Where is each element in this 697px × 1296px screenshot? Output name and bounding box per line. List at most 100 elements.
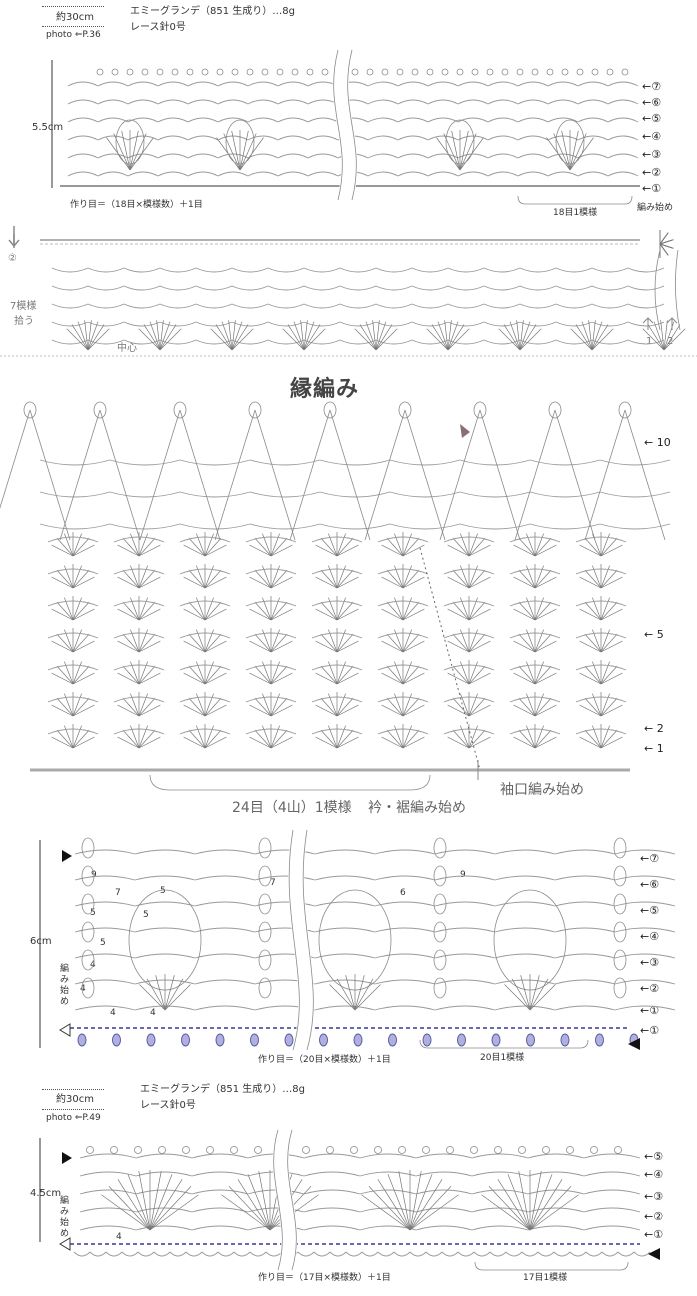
stitch-fan	[409, 1194, 459, 1231]
picot	[613, 949, 627, 971]
chain-arc	[411, 303, 449, 309]
stitch-fan	[117, 672, 140, 685]
chain-arc	[489, 1251, 507, 1257]
chain-arc	[303, 1207, 361, 1213]
chain-arc	[599, 491, 671, 498]
inner-count: 4	[150, 1008, 156, 1018]
chain-arc	[374, 979, 436, 985]
stitch-fan	[270, 537, 288, 557]
chain-arc	[311, 664, 363, 671]
stitch-fan	[231, 324, 249, 351]
stitch-fan	[121, 130, 131, 171]
stitch-fan	[372, 320, 377, 351]
long-stitch	[99, 409, 141, 541]
stitch-fan	[138, 537, 156, 557]
chain-arc	[443, 696, 495, 703]
chain-arc	[314, 1005, 376, 1011]
chain-arc	[89, 1251, 107, 1257]
stitch-fan	[72, 704, 95, 717]
picot	[206, 1146, 214, 1154]
chain-arc	[113, 632, 165, 639]
pineapple	[225, 119, 255, 165]
chain-arc	[267, 267, 305, 273]
stitch-fan	[381, 640, 404, 653]
chain-arc	[191, 1225, 249, 1231]
stitch-fan	[452, 697, 470, 717]
stitch-fan	[437, 321, 449, 351]
stitch-fan	[183, 608, 206, 621]
chain-arc	[443, 664, 495, 671]
stitch-fan	[77, 321, 89, 351]
height-label: 5.5cm	[32, 122, 64, 133]
stitch-fan	[270, 736, 293, 749]
chain-arc	[47, 632, 99, 639]
stitch-fan	[247, 1174, 271, 1231]
chain-arc	[583, 1189, 641, 1195]
row-number: ←④	[644, 1168, 664, 1181]
stitch-fan	[117, 544, 140, 557]
chain-arc	[39, 491, 111, 498]
picot	[433, 921, 447, 943]
picot	[111, 68, 119, 76]
chain-arc	[97, 153, 129, 159]
stitch-fan	[87, 328, 110, 351]
chain-arc	[607, 135, 639, 141]
hook-info: レース針0号	[130, 22, 186, 33]
stitch-fan	[600, 537, 618, 557]
chain-arc	[179, 536, 231, 543]
stitch-fan	[468, 736, 491, 749]
pattern-chart-4	[39, 829, 676, 1051]
stitch-fan	[381, 608, 404, 621]
chain-arc	[434, 979, 496, 985]
chain-arc	[509, 600, 561, 607]
chain-arc	[509, 664, 561, 671]
stitch-fan	[249, 704, 272, 717]
stitch-fan	[513, 544, 536, 557]
yarn-info: エミーグランデ（851 生成り）…8g	[130, 6, 295, 17]
chain-arc	[487, 153, 519, 159]
stitch-fan	[138, 1170, 151, 1231]
chain-arc	[47, 696, 99, 703]
stitch-fan	[584, 537, 602, 557]
chain-arc	[397, 81, 429, 87]
height-label: 6cm	[30, 936, 52, 947]
long-stitch	[139, 409, 181, 541]
chain-arc	[519, 303, 557, 309]
stitch-fan	[204, 665, 222, 685]
chain-arc	[179, 696, 231, 703]
stitch-fan	[534, 608, 557, 621]
chain-arc	[554, 927, 616, 933]
stitch-fan	[452, 537, 470, 557]
stitch-fan	[447, 736, 470, 749]
stitch-fan	[386, 729, 404, 749]
stitch-fan	[138, 665, 156, 685]
chain-arc	[233, 1251, 251, 1257]
chain-arc	[607, 171, 639, 177]
chain-arc	[113, 600, 165, 607]
stitch-fan	[287, 324, 305, 351]
chain-arc	[527, 1153, 585, 1159]
inner-count: 4	[80, 984, 86, 994]
bead	[457, 1033, 466, 1047]
side-edge	[654, 249, 661, 331]
stitch-fan	[117, 640, 140, 653]
collar-hem-start: 衿・裾編み始め	[368, 800, 466, 816]
stitch-fan	[320, 537, 338, 557]
stitch-fan	[270, 704, 293, 717]
stitch-fan	[159, 320, 164, 351]
chain-arc	[123, 285, 161, 291]
stitch-fan	[345, 975, 356, 1011]
stitch-fan	[409, 1179, 443, 1231]
picot	[613, 837, 627, 859]
chain-arc	[67, 117, 99, 123]
bead	[215, 1033, 225, 1047]
start-char: 編	[60, 964, 70, 974]
chain-arc	[245, 632, 297, 639]
chain-arc	[109, 523, 181, 530]
stitch-fan	[529, 978, 549, 1011]
picot	[321, 68, 329, 76]
chain-arc	[389, 491, 461, 498]
stitch-fan	[149, 1186, 192, 1231]
stitch-fan	[447, 324, 465, 351]
